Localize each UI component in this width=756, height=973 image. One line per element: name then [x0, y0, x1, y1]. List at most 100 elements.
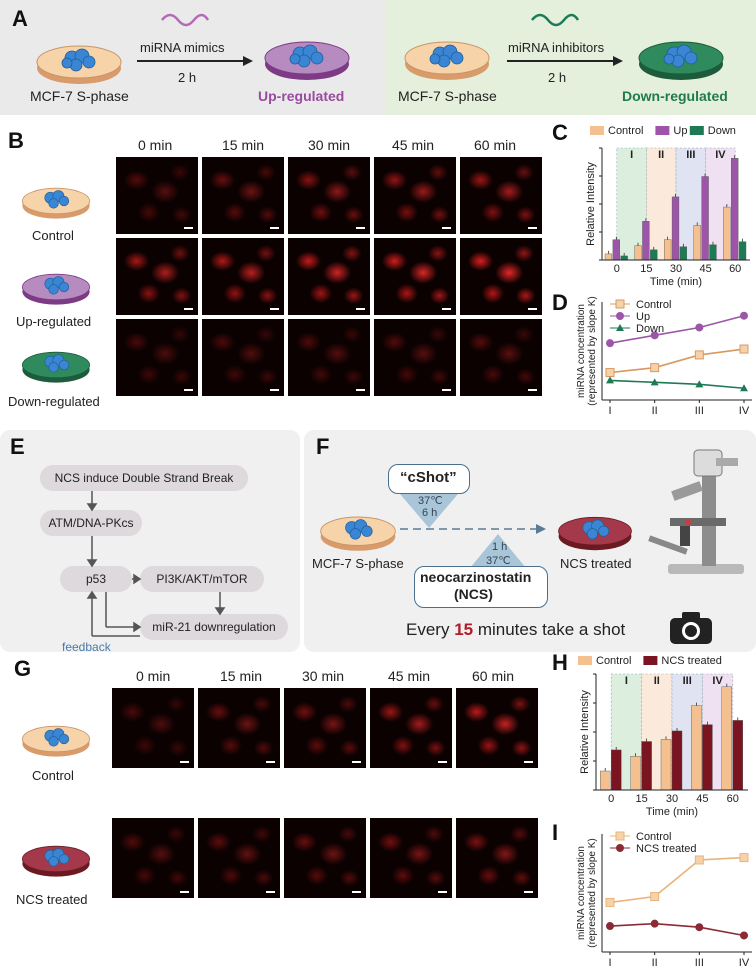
x-tick-label: IV — [739, 405, 750, 417]
panel-label-b: B — [8, 128, 24, 153]
panel-a-left-reagent: miRNA mimics — [140, 40, 225, 55]
panel-g-row-label-ncs: NCS treated — [16, 892, 88, 907]
point-control-I — [605, 897, 615, 907]
bar-ncs-treated-30 — [671, 730, 683, 791]
every-num: 15 — [454, 620, 474, 639]
stage-label: III — [683, 675, 692, 687]
point-control-IV — [739, 344, 749, 354]
panel-label-f: F — [316, 434, 330, 459]
panel-label-h: H — [552, 650, 568, 675]
point-control-II — [650, 363, 660, 373]
bar-control-45 — [691, 705, 702, 791]
panel-label-c: C — [552, 120, 568, 145]
bar-ncs-treated-15 — [641, 741, 652, 791]
panel-b-image-r0-c3 — [374, 157, 456, 234]
panel-a-inhibitor-wave-icon — [531, 13, 580, 27]
panel-a-left-cell-label: MCF-7 S-phase — [30, 88, 129, 104]
legend-label: Control — [596, 655, 631, 667]
scale-bar — [528, 389, 537, 391]
bar-control-30 — [660, 739, 672, 791]
x-tick-label: 0 — [614, 263, 620, 275]
panel-b-image-r1-c3 — [374, 238, 456, 315]
y-axis-title-2: (represented by slope K) — [587, 838, 598, 948]
panel-b-row-label-up: Up-regulated — [16, 314, 92, 329]
panel-label-g: G — [14, 656, 32, 681]
bar-control-45 — [693, 225, 701, 261]
panel-label-a: A — [12, 6, 28, 31]
bar-control-60 — [721, 686, 733, 791]
panel-a-dish-down — [638, 41, 724, 80]
stage-label: I — [625, 675, 628, 687]
point-control-II — [650, 892, 660, 902]
legend-label: Down — [636, 323, 664, 335]
bar-control-30 — [663, 239, 672, 261]
panel-a-mimic-wave-icon — [161, 13, 210, 27]
scale-bar — [180, 891, 189, 893]
panel-b-row-label-down: Down-regulated — [8, 394, 100, 409]
panel-g-image-r1-c2 — [284, 818, 366, 898]
panel-label-i: I — [552, 820, 559, 845]
panel-g-image-r1-c3 — [370, 818, 452, 898]
scale-bar — [438, 891, 447, 893]
panel-a-up-label: Up-regulated — [258, 88, 345, 104]
legend-marker — [616, 324, 624, 331]
panel-b-dish-up — [22, 273, 90, 305]
panel-b-image-r0-c4 — [460, 157, 542, 234]
cshot-label: “cShot” — [400, 469, 457, 486]
panel-g-time-3: 45 min — [388, 668, 431, 684]
bar-up-15 — [642, 221, 650, 261]
x-tick-label: 60 — [729, 263, 741, 275]
pathway-node-p53: p53 — [60, 566, 132, 592]
every-pre: Every — [406, 620, 455, 639]
panel-b-image-r2-c4 — [460, 319, 542, 396]
bar-up-45 — [701, 176, 709, 261]
pathway-node-atm: ATM/DNA-PKcs — [40, 510, 142, 536]
panel-g-dish-ncs — [22, 845, 90, 877]
scale-bar — [266, 891, 275, 893]
scale-bar — [356, 389, 365, 391]
panel-b-time-4: 60 min — [474, 137, 517, 153]
panel-g-image-r1-c0 — [112, 818, 194, 898]
x-tick-label: III — [695, 405, 704, 417]
panel-b-image-r2-c2 — [288, 319, 370, 396]
cshot-box — [388, 464, 470, 494]
y-axis-title: miRNA concentration — [576, 304, 587, 398]
panel-g-image-r0-c4 — [456, 688, 538, 768]
stage-label: II — [658, 149, 664, 161]
x-tick-label: 45 — [699, 263, 711, 275]
bar-down-15 — [650, 249, 658, 261]
bar-down-30 — [679, 246, 688, 261]
legend-marker — [616, 312, 624, 320]
scale-bar — [356, 227, 365, 229]
bar-up-60 — [731, 157, 739, 261]
panel-b-time-3: 45 min — [392, 137, 435, 153]
point-down-III — [695, 380, 704, 388]
scale-bar — [270, 227, 279, 229]
y-axis-title: miRNA concentration — [576, 846, 587, 940]
panel-a-right-cell-label: MCF-7 S-phase — [398, 88, 497, 104]
panel-g-time-1: 15 min — [220, 668, 263, 684]
legend-label: NCS treated — [636, 843, 697, 855]
panel-g-time-4: 60 min — [472, 668, 515, 684]
panel-b-dish-down — [22, 351, 90, 383]
panel-b-time-1: 15 min — [222, 137, 265, 153]
line-control — [609, 348, 745, 374]
x-tick-label: III — [695, 957, 704, 969]
bar-control-0 — [600, 770, 611, 791]
panel-label-d: D — [552, 290, 568, 315]
panel-f-dashed-arrow — [400, 524, 546, 534]
x-tick-label: IV — [739, 957, 750, 969]
scale-bar — [352, 891, 361, 893]
bar-ncs-treated-45 — [702, 724, 713, 791]
legend-marker — [615, 831, 625, 841]
panel-f-cell-label: MCF-7 S-phase — [312, 556, 404, 571]
point-ncs-treated-II — [650, 919, 659, 928]
panel-b-image-r2-c1 — [202, 319, 284, 396]
line-control — [609, 856, 745, 904]
scale-bar — [184, 227, 193, 229]
panel-b-image-r0-c0 — [116, 157, 198, 234]
stage-band — [705, 147, 736, 261]
legend-label: Down — [708, 125, 736, 137]
cshot-triangle — [400, 494, 458, 528]
